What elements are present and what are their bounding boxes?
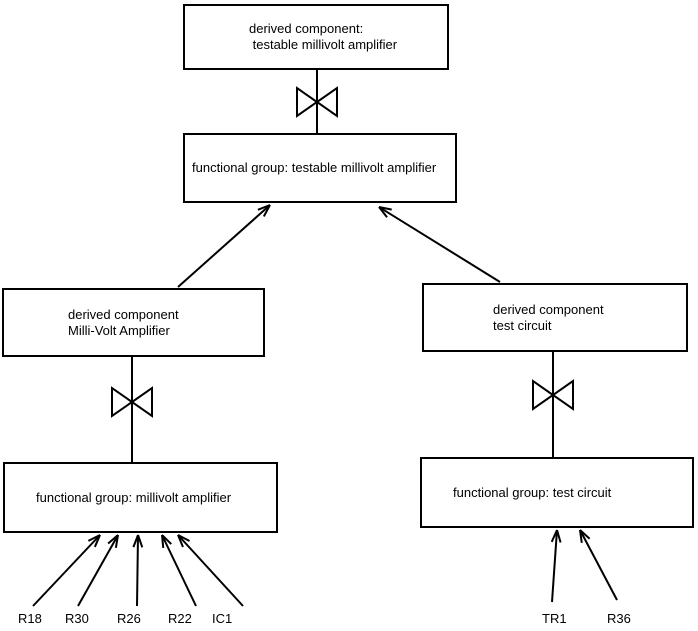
node-functional-group-testable-millivolt-amplifier: functional group: testable millivolt amp… (183, 133, 457, 203)
node-label: derived component test circuit (493, 301, 604, 333)
leaf-label-ic1: IC1 (212, 611, 233, 626)
node-derived-component-test-circuit: derived component test circuit (422, 283, 688, 352)
link-derived-tc-to-fg-tc (532, 351, 574, 457)
edge-derived-mva-to-fg-testable (177, 204, 271, 288)
leaf-label-r22: R22 (168, 611, 192, 626)
edge-r26-to-fg-millivolt-amplifier (132, 534, 144, 607)
bowtie-icon (532, 379, 574, 411)
node-label: derived component Milli-Volt Amplifier (68, 306, 179, 338)
leaf-label-tr1: TR1 (542, 611, 567, 626)
node-label: functional group: testable millivolt amp… (192, 160, 437, 175)
node-derived-component-testable-millivolt-amplifier: derived component: testable millivolt am… (183, 4, 449, 70)
edge-r22-to-fg-millivolt-amplifier (161, 534, 197, 607)
bowtie-icon (296, 86, 338, 118)
link-derived-testable-to-fg-testable (296, 70, 338, 133)
node-label: derived component: testable millivolt am… (249, 21, 398, 52)
node-functional-group-millivolt-amplifier: functional group: millivolt amplifier (3, 462, 278, 533)
edge-derived-tc-to-fg-testable (378, 206, 501, 283)
bowtie-icon (111, 386, 153, 418)
link-derived-mva-to-fg-mva (111, 356, 153, 462)
leaf-label-r30: R30 (65, 611, 89, 626)
leaf-label-r36: R36 (607, 611, 631, 626)
edge-r18-to-fg-millivolt-amplifier (32, 534, 101, 607)
edge-r30-to-fg-millivolt-amplifier (77, 534, 119, 607)
node-functional-group-test-circuit: functional group: test circuit (420, 457, 694, 528)
node-label: functional group: millivolt amplifier (36, 489, 232, 505)
node-derived-component-milli-volt-amplifier: derived component Milli-Volt Amplifier (2, 288, 265, 357)
edge-tr1-to-fg-test-circuit (550, 529, 562, 603)
leaf-label-r18: R18 (18, 611, 42, 626)
edge-ic1-to-fg-millivolt-amplifier (177, 534, 244, 607)
leaf-label-r26: R26 (117, 611, 141, 626)
node-label: functional group: test circuit (453, 484, 612, 500)
edge-r36-to-fg-test-circuit (579, 529, 618, 601)
